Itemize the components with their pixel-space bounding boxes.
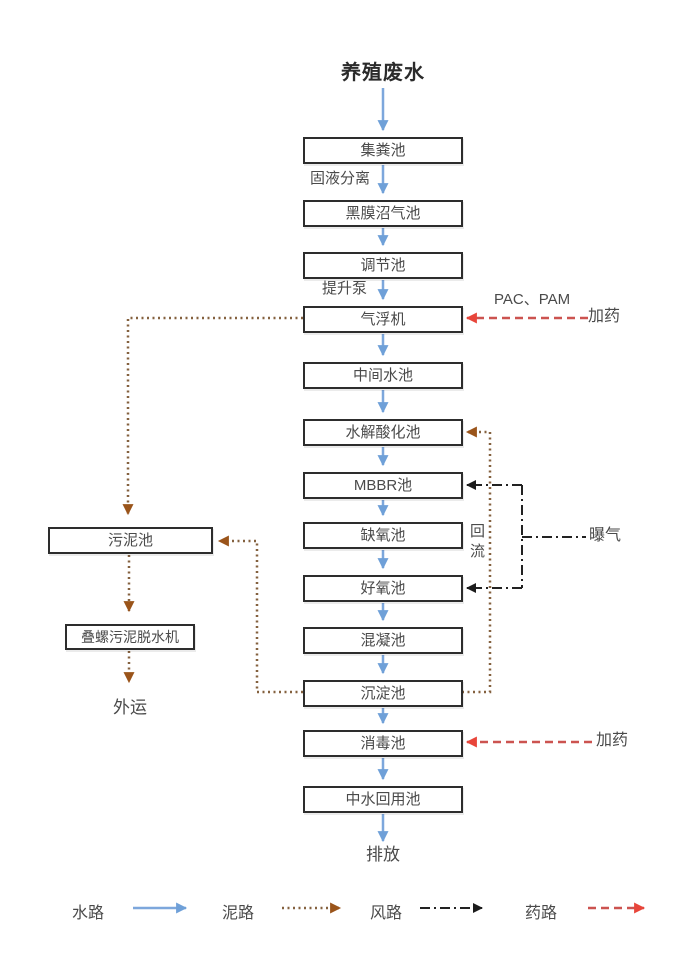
- node-hydrolysis-acidification-tank: 水解酸化池: [303, 419, 463, 446]
- node-disinfection-tank: 消毒池: [303, 730, 463, 757]
- node-intermediate-tank: 中间水池: [303, 362, 463, 389]
- node-reclaimed-water-tank: 中水回用池: [303, 786, 463, 813]
- label-aeration: 曝气: [589, 527, 622, 544]
- label-dosing-top: 加药: [588, 308, 621, 325]
- label-pac-pam: PAC、PAM: [494, 291, 571, 308]
- legend-label-sludge: 泥路: [222, 905, 255, 922]
- node-aerobic-tank: 好氧池: [303, 575, 463, 602]
- label-discharge: 排放: [366, 845, 400, 864]
- diagram-title: 养殖废水: [341, 62, 425, 84]
- node-black-membrane-digester: 黑膜沼气池: [303, 200, 463, 227]
- sludge-path-arrows: [122, 316, 492, 694]
- node-anoxic-tank: 缺氧池: [303, 522, 463, 549]
- label-solid-liquid-separation: 固液分离: [310, 170, 371, 187]
- label-reflux: 回流: [469, 523, 485, 560]
- legend-label-air: 风路: [370, 905, 403, 922]
- node-regulating-tank: 调节池: [303, 252, 463, 279]
- node-air-flotation-machine: 气浮机: [303, 306, 463, 333]
- label-dosing-bottom: 加药: [596, 732, 629, 749]
- label-outbound-transport: 外运: [113, 698, 147, 717]
- label-lift-pump: 提升泵: [322, 280, 368, 297]
- legend-label-water: 水路: [72, 905, 105, 922]
- node-coagulation-tank: 混凝池: [303, 627, 463, 654]
- legend-label-chemical: 药路: [525, 905, 558, 922]
- node-manure-pit: 集粪池: [303, 137, 463, 164]
- node-sedimentation-tank: 沉淀池: [303, 680, 463, 707]
- node-screw-press-dewaterer: 叠螺污泥脱水机: [65, 624, 195, 650]
- node-mbbr-tank: MBBR池: [303, 472, 463, 499]
- chemical-path-arrows: [465, 312, 592, 748]
- node-sludge-tank: 污泥池: [48, 527, 213, 554]
- air-path-arrows: [466, 480, 586, 593]
